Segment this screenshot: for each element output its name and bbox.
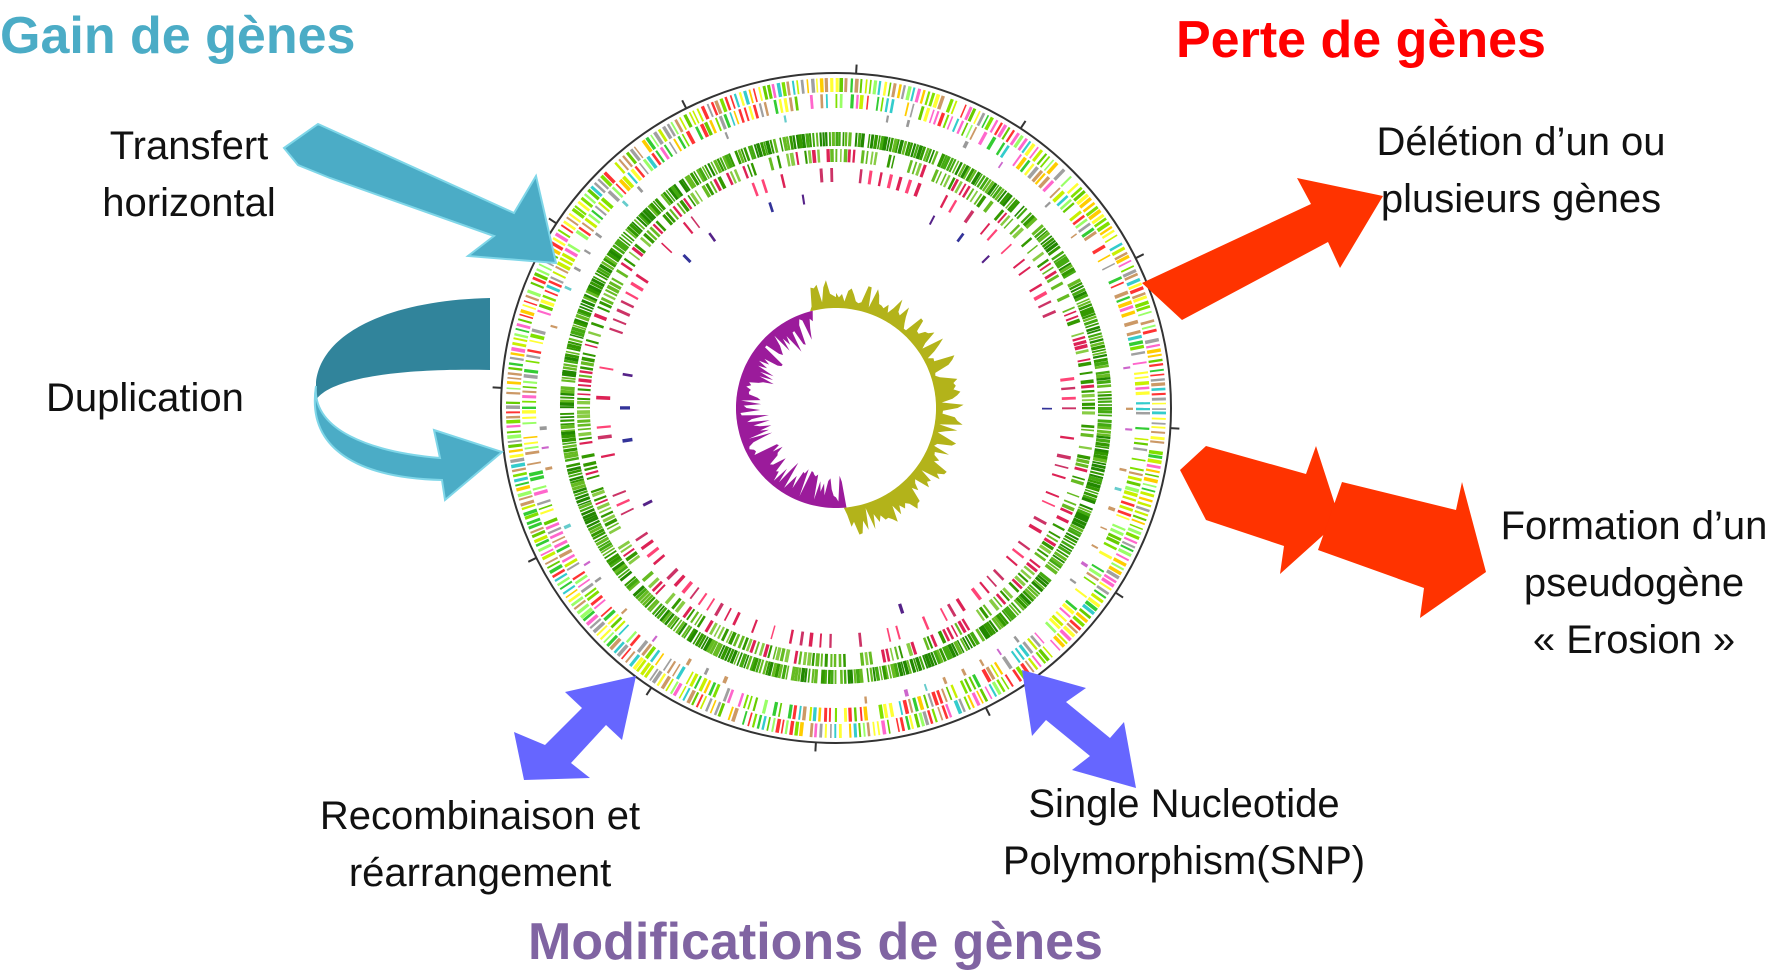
- scale-tick: [527, 556, 537, 563]
- gene-track-4: [559, 131, 1113, 685]
- deletion-label-line1: Délétion d’un ou: [1376, 120, 1666, 164]
- scale-tick: [1115, 591, 1124, 599]
- scale-tick: [548, 217, 557, 225]
- recombination-label-line1: Recombinaison et: [319, 794, 641, 838]
- gene-track-6: [596, 167, 1076, 648]
- pseudogene-label-line2: pseudogène: [1523, 561, 1745, 605]
- horizontal-transfer-arrow: [282, 122, 558, 265]
- gene-track-1: [505, 77, 1167, 739]
- genome-scale-ticks: [492, 64, 1180, 752]
- scale-tick: [814, 742, 817, 752]
- gene-track-2: [521, 93, 1151, 723]
- gain-heading: Gain de gènes: [0, 7, 356, 65]
- scale-tick: [1170, 427, 1180, 430]
- gc-skew-positive: [736, 280, 964, 535]
- snp-label-line1: Single Nucleotide: [1028, 782, 1340, 826]
- pseudogene-label-line3: « Erosion »: [1532, 618, 1736, 662]
- pseudogene-arrow-second: [1318, 482, 1486, 618]
- gene-feature-tracks: [505, 77, 1167, 739]
- recombination-label: Recombinaison et réarrangement: [300, 788, 660, 902]
- gene-track-7: [620, 194, 1053, 614]
- deletion-label-line2: plusieurs gènes: [1380, 177, 1662, 221]
- horizontal-transfer-label-line1: Transfert: [109, 124, 269, 168]
- pseudogene-label: Formation d’un pseudogène « Erosion »: [1484, 498, 1784, 669]
- scale-tick: [1135, 253, 1145, 260]
- snp-label: Single Nucleotide Polymorphism(SNP): [984, 776, 1384, 890]
- gene-track-3: [539, 115, 1133, 704]
- recombination-label-line2: réarrangement: [348, 851, 612, 895]
- modification-heading: Modifications de gènes: [528, 913, 1103, 971]
- scale-tick: [492, 386, 502, 389]
- deletion-arrow: [1142, 178, 1383, 320]
- pseudogene-label-line1: Formation d’un: [1500, 504, 1768, 548]
- pseudogene-arrow-first: [1180, 446, 1340, 574]
- scale-tick: [1019, 120, 1027, 129]
- scale-tick: [984, 707, 991, 717]
- scale-tick: [681, 99, 688, 109]
- recombination-double-arrow: [514, 676, 636, 780]
- scale-tick: [855, 64, 858, 74]
- snp-label-line2: Polymorphism(SNP): [1002, 839, 1366, 883]
- loss-heading: Perte de gènes: [1176, 11, 1546, 69]
- duplication-arrow-back: [316, 298, 490, 400]
- duplication-arrow-front: [313, 385, 505, 502]
- horizontal-transfer-label-line2: horizontal: [102, 181, 276, 225]
- horizontal-transfer-label: Transfert horizontal: [84, 118, 294, 232]
- gc-skew-negative: [736, 308, 936, 508]
- genome-outer-ring: [500, 72, 1172, 744]
- gene-track-5: [576, 148, 1096, 668]
- snp-double-arrow: [1022, 670, 1136, 788]
- duplication-label: Duplication: [46, 376, 244, 420]
- deletion-label: Délétion d’un ou plusieurs gènes: [1346, 114, 1696, 228]
- scale-tick: [645, 687, 653, 696]
- circular-genome-map: [492, 64, 1180, 752]
